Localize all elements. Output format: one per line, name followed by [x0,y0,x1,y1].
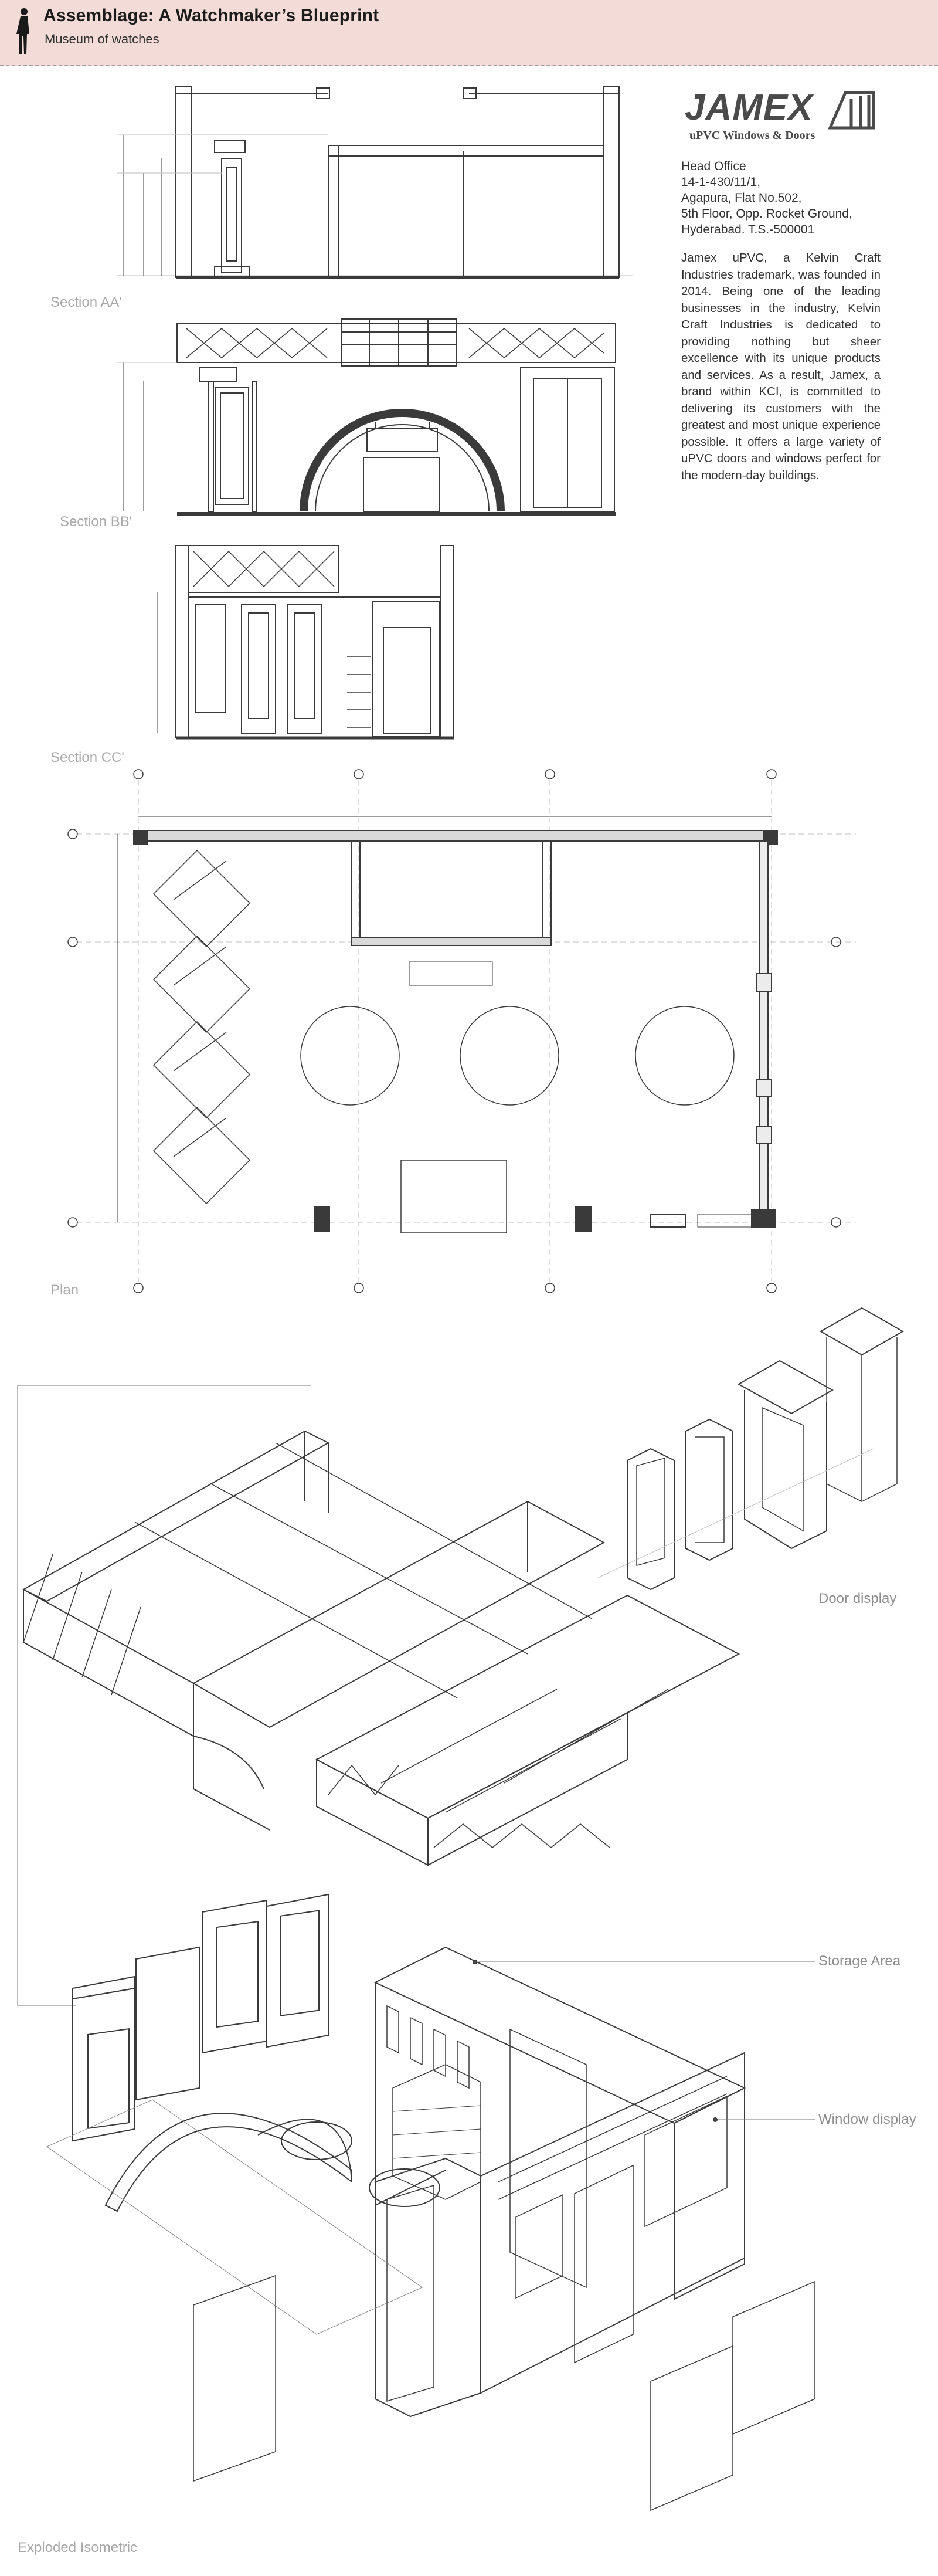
logo-window-icon [828,91,875,130]
standing-figure-icon [16,8,29,54]
caption-isometric: Exploded Isometric [18,2540,138,2555]
plan-drawing [67,769,856,1293]
address-line: Head Office [681,160,746,173]
section-cc-drawing [157,545,454,740]
callout-door-display: Door display [818,1591,897,1606]
page-title: Assemblage: A Watchmaker’s Blueprint [43,6,379,25]
logo-tagline: uPVC Windows & Doors [689,129,815,142]
address-line: 14-1-430/11/1, [681,175,761,189]
header-bar: Assemblage: A Watchmaker’s Blueprint Mus… [0,0,938,66]
address-line: Agapura, Flat No.502, [681,191,802,205]
address-line: Hyderabad. T.S.-500001 [681,223,815,236]
head-office-address: Head Office 14-1-430/11/1, Agapura, Flat… [681,158,881,238]
page-subtitle: Museum of watches [45,32,159,46]
callout-window-display: Window display [818,2111,916,2127]
about-text: Jamex uPVC, a Kelvin Craft Industries tr… [681,251,881,482]
section-aa-drawing [117,86,633,279]
callout-storage-area: Storage Area [818,1953,901,1969]
brand-block: JAMEX uPVC Windows & Doors Head Office 1… [681,87,881,482]
jamex-logo: JAMEX uPVC Windows & Doors [681,87,881,145]
caption-section-bb: Section BB' [60,514,132,530]
address-line: 5th Floor, Opp. Rocket Ground, [681,207,852,221]
logo-wordmark: JAMEX [685,87,813,128]
caption-plan: Plan [50,1282,79,1298]
caption-section-cc: Section CC' [50,750,124,765]
caption-section-aa: Section AA' [50,294,122,310]
section-bb-drawing [117,318,616,516]
exploded-isometric-drawing [17,1307,905,2511]
